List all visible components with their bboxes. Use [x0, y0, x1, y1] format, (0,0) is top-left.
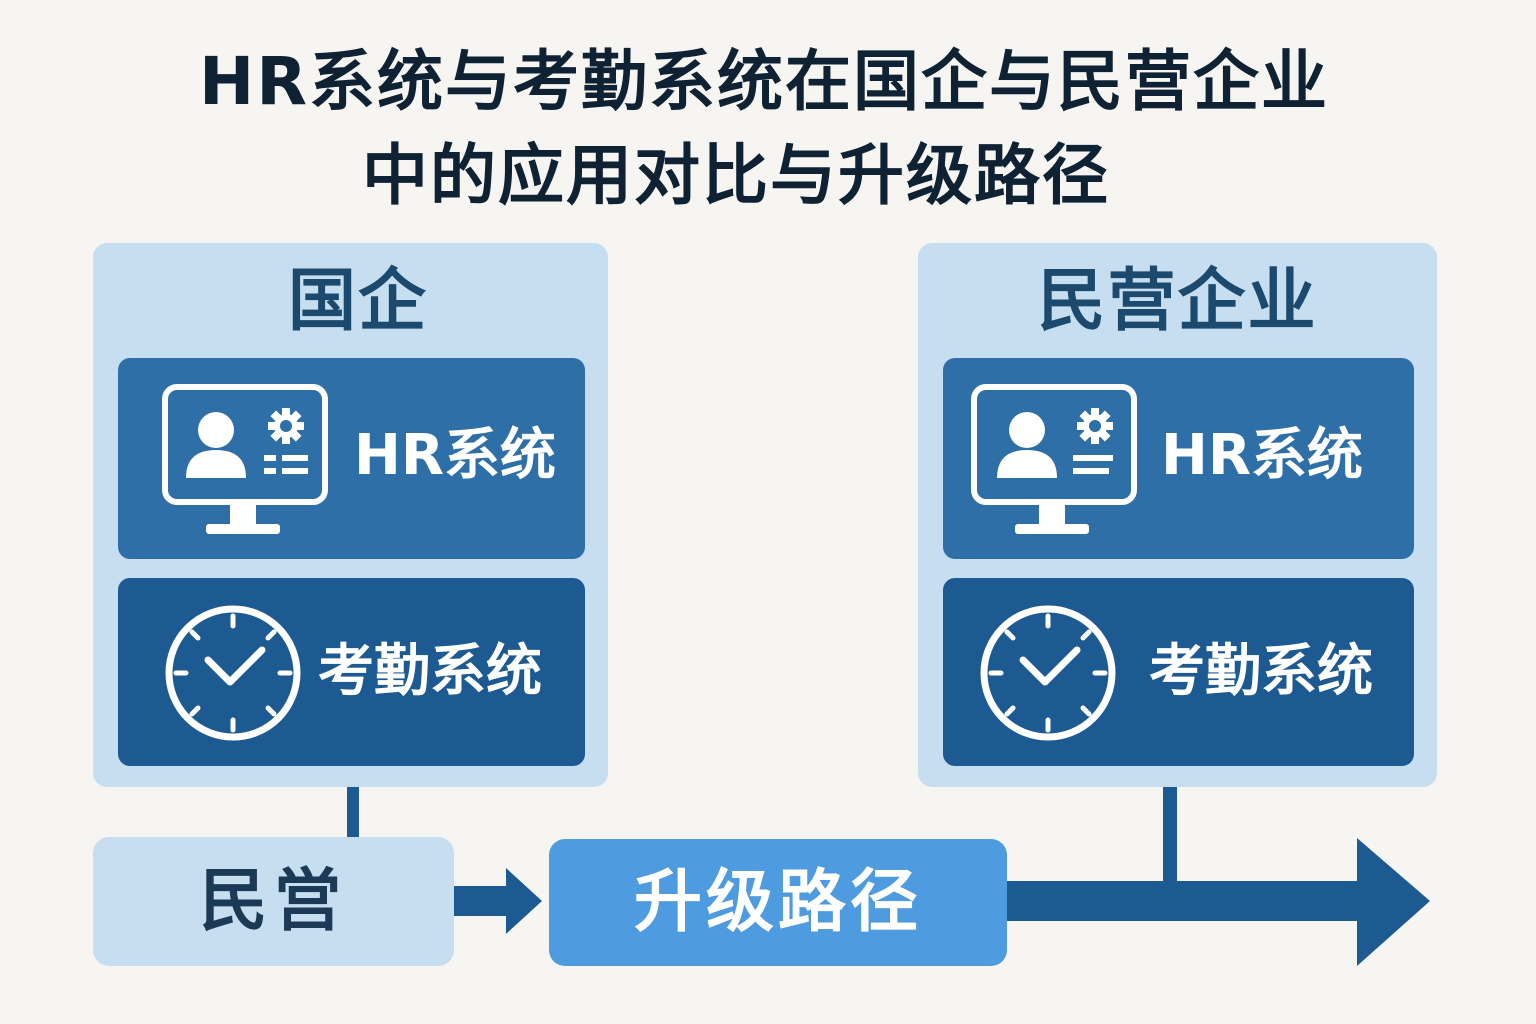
page-title-line-2: 中的应用对比与升级路径 — [362, 137, 1110, 214]
private-hr-label: HR系统 — [1161, 423, 1363, 488]
minying-box: 民営 — [93, 837, 454, 966]
clock-icon — [165, 605, 301, 741]
upgrade-path-box: 升级路径 — [549, 839, 1007, 966]
arrow-right-icon — [1007, 838, 1430, 966]
private-panel-title: 民营企业 — [1037, 262, 1318, 341]
soe-attendance-label: 考勤系统 — [318, 639, 542, 704]
soe-connector-line — [347, 787, 359, 837]
arrow-right-icon — [454, 868, 542, 934]
soe-panel-title: 国企 — [287, 262, 428, 341]
monitor-user-gear-icon — [971, 384, 1137, 534]
private-attendance-label: 考勤系统 — [1149, 639, 1373, 704]
soe-attendance-card: 考勤系统 — [118, 578, 585, 766]
clock-icon — [980, 605, 1116, 741]
page-title-line-1: HR系统与考勤系统在国企与民营企业 — [198, 43, 1330, 120]
soe-hr-label: HR系统 — [354, 423, 556, 488]
private-connector-line — [1163, 787, 1177, 889]
monitor-user-gear-icon — [162, 384, 328, 534]
private-hr-card: HR系统 — [943, 358, 1414, 559]
soe-hr-card: HR系统 — [118, 358, 585, 559]
private-attendance-card: 考勤系统 — [943, 578, 1414, 766]
